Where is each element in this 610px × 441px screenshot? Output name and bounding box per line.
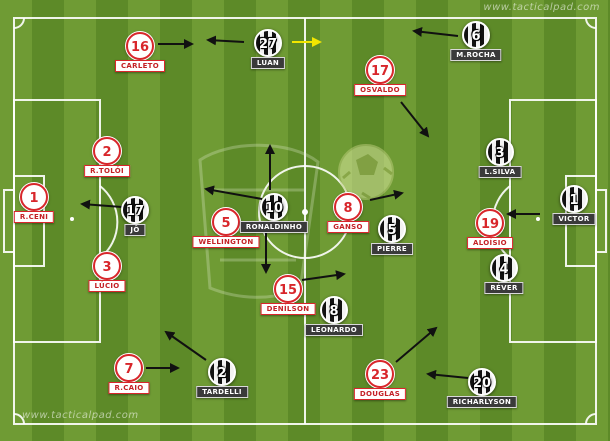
player-name: L.SILVA xyxy=(478,166,522,178)
player-number: 2 xyxy=(93,137,121,165)
player-name: PIERRE xyxy=(371,243,413,255)
right-goal xyxy=(595,189,607,253)
site-watermark: www.tacticalpad.com xyxy=(483,2,600,13)
player-number: 20 xyxy=(468,368,496,396)
player-name: R.CENI xyxy=(13,211,55,223)
movement-arrows xyxy=(80,26,540,380)
player-number: 4 xyxy=(490,254,518,282)
player-number: 1 xyxy=(560,185,588,213)
player-name: CARLETO xyxy=(114,60,166,72)
player-name: DOUGLAS xyxy=(353,388,407,400)
home-player[interactable]: 2 R.TOLÓI xyxy=(84,137,130,177)
player-number: 10 xyxy=(260,193,288,221)
player-number: 17 xyxy=(121,196,149,224)
away-player[interactable]: 5 PIERRE xyxy=(371,215,413,255)
player-name: GANSO xyxy=(327,221,369,233)
player-name: DENÍLSON xyxy=(260,303,316,315)
player-name: LÚCIO xyxy=(88,280,126,292)
player-name: OSVALDO xyxy=(354,84,406,96)
away-player[interactable]: 2 TARDELLI xyxy=(196,358,248,398)
player-number: 2 xyxy=(208,358,236,386)
right-penalty-spot xyxy=(536,217,540,221)
ball-icon xyxy=(338,144,394,200)
player-name: JÔ xyxy=(124,224,146,236)
away-player[interactable]: 3 L.SILVA xyxy=(478,138,522,178)
player-name: M.ROCHA xyxy=(450,49,502,61)
away-player[interactable]: 20 RICHARLYSON xyxy=(446,368,518,408)
player-name: LEONARDO xyxy=(304,324,364,336)
player-number: 27 xyxy=(254,29,282,57)
player-number: 19 xyxy=(476,209,504,237)
away-player[interactable]: 10 RONALDINHO xyxy=(239,193,309,233)
player-number: 5 xyxy=(378,215,406,243)
away-player[interactable]: 17 JÔ xyxy=(121,196,149,236)
player-number: 15 xyxy=(274,275,302,303)
player-name: RÉVER xyxy=(484,282,524,294)
home-player[interactable]: 7 R.CAIO xyxy=(108,354,150,394)
home-player[interactable]: 8 GANSO xyxy=(327,193,369,233)
player-number: 6 xyxy=(462,21,490,49)
home-player[interactable]: 5 WELLINGTON xyxy=(192,208,260,248)
home-player[interactable]: 15 DENÍLSON xyxy=(260,275,316,315)
away-player[interactable]: 4 RÉVER xyxy=(484,254,524,294)
player-number: 17 xyxy=(366,56,394,84)
movement-arrow xyxy=(164,330,207,361)
player-number: 3 xyxy=(486,138,514,166)
home-player[interactable]: 3 LÚCIO xyxy=(88,252,126,292)
player-name: RONALDINHO xyxy=(239,221,309,233)
away-player[interactable]: 1 VICTOR xyxy=(552,185,596,225)
player-name: WELLINGTON xyxy=(192,236,260,248)
home-player[interactable]: 19 ALOÍSIO xyxy=(467,209,513,249)
center-spot xyxy=(302,209,308,215)
movement-arrow xyxy=(301,270,346,281)
left-penalty-spot xyxy=(70,217,74,221)
site-watermark: www.tacticalpad.com xyxy=(22,410,139,421)
movement-arrow xyxy=(369,189,404,201)
player-name: R.CAIO xyxy=(108,382,150,394)
movement-arrow xyxy=(395,326,438,363)
player-number: 23 xyxy=(366,360,394,388)
home-player[interactable]: 1 R.CENI xyxy=(13,183,55,223)
movement-arrow xyxy=(400,101,430,138)
movement-arrow xyxy=(80,199,123,210)
player-number: 1 xyxy=(20,183,48,211)
home-player[interactable]: 16 CARLETO xyxy=(114,32,166,72)
player-number: 8 xyxy=(320,296,348,324)
player-name: RICHARLYSON xyxy=(446,396,518,408)
movement-arrow xyxy=(206,35,245,46)
movement-arrow xyxy=(412,26,459,37)
away-player[interactable]: 6 M.ROCHA xyxy=(450,21,502,61)
player-number: 7 xyxy=(115,354,143,382)
player-name: TARDELLI xyxy=(196,386,248,398)
home-player[interactable]: 17 OSVALDO xyxy=(354,56,406,96)
home-player[interactable]: 23 DOUGLAS xyxy=(353,360,407,400)
player-number: 8 xyxy=(334,193,362,221)
player-name: VICTOR xyxy=(552,213,596,225)
away-player[interactable]: 27 LUAN xyxy=(250,29,286,69)
left-goal xyxy=(3,189,15,253)
player-name: ALOÍSIO xyxy=(467,237,513,249)
player-name: R.TOLÓI xyxy=(84,165,130,177)
player-number: 3 xyxy=(93,252,121,280)
left-penalty-arc xyxy=(99,185,119,259)
player-number: 16 xyxy=(126,32,154,60)
player-number: 5 xyxy=(212,208,240,236)
movement-arrow xyxy=(204,185,263,200)
movement-arrow xyxy=(426,369,469,380)
away-player[interactable]: 8 LEONARDO xyxy=(304,296,364,336)
player-name: LUAN xyxy=(250,57,286,69)
